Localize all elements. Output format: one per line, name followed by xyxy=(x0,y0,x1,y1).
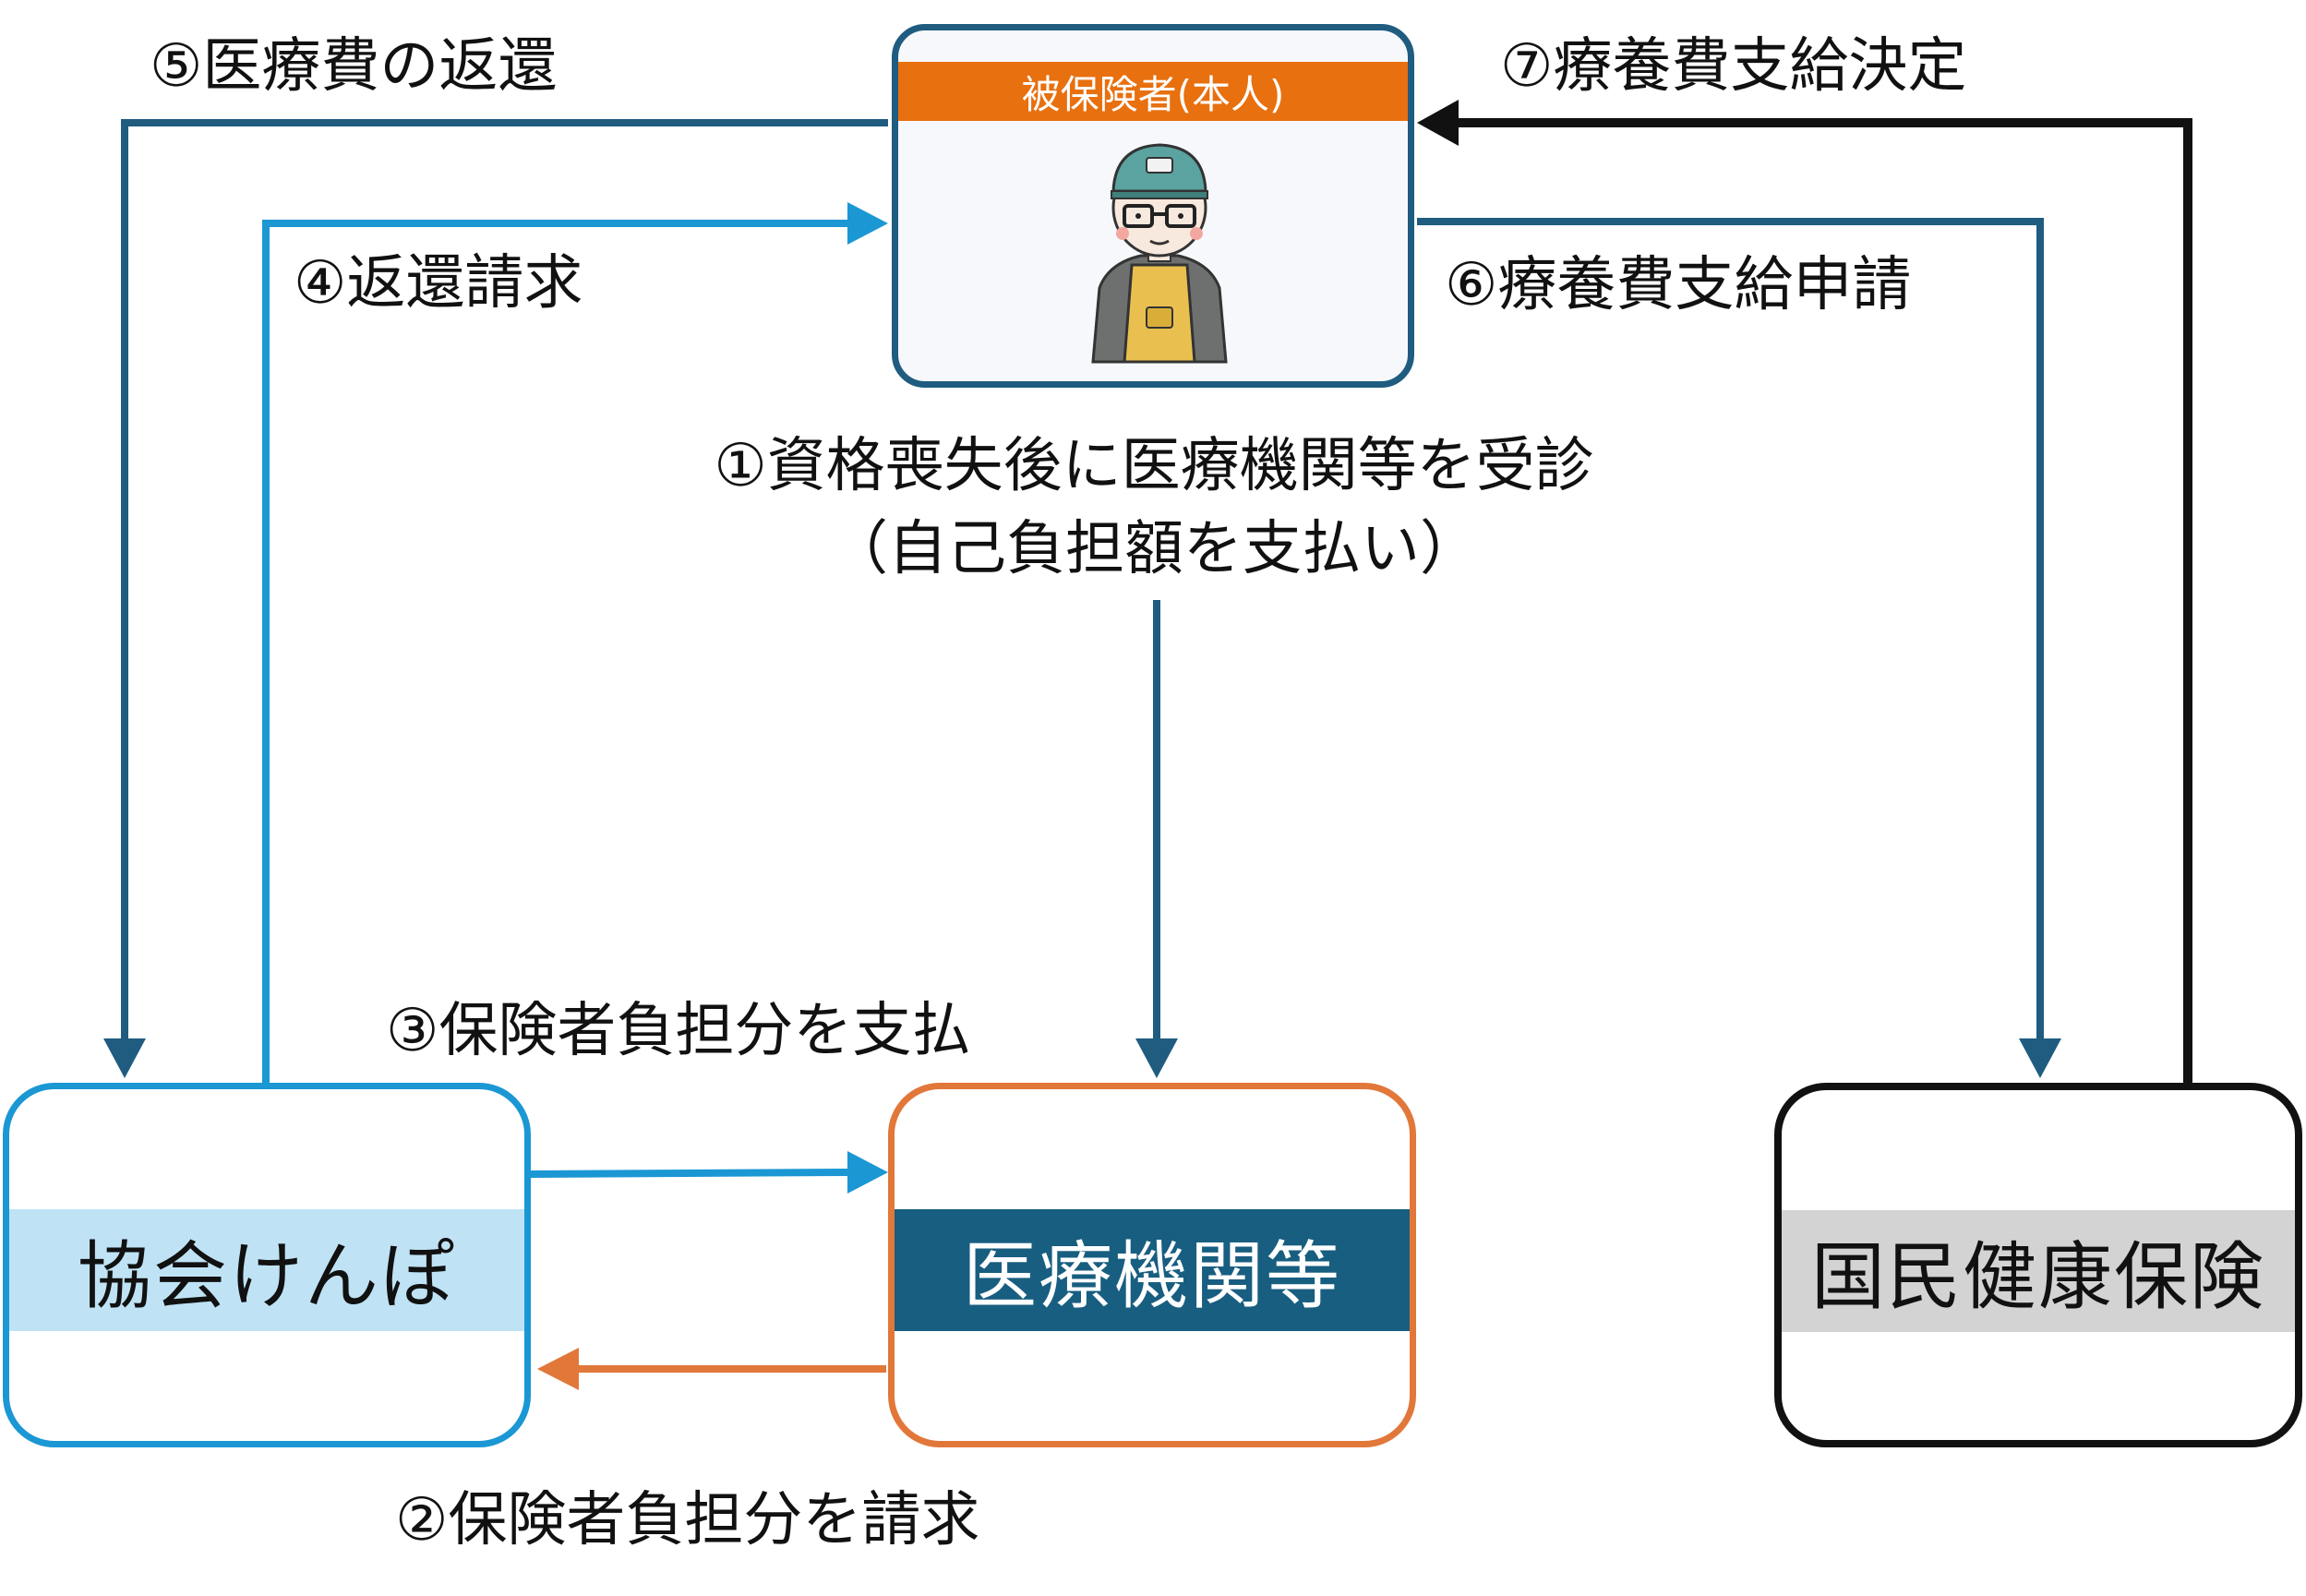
insured-person-label: 被保険者(本人) xyxy=(898,62,1408,121)
arrow-6-application xyxy=(1417,218,2061,1078)
step-2-label: ②保険者負担分を請求 xyxy=(395,1486,980,1554)
step-3-label: ③保険者負担分を支払 xyxy=(386,997,971,1065)
medical-institution-label: 医療機関等 xyxy=(895,1209,1410,1331)
arrow-7-decision xyxy=(1417,100,2192,1083)
arrow-3-payment xyxy=(530,1151,888,1194)
insured-person-node: 被保険者(本人) xyxy=(892,24,1414,388)
step-4-label: ④返還請求 xyxy=(294,249,583,318)
step-5-label: ⑤医療費の返還 xyxy=(150,32,558,101)
arrow-5-refund xyxy=(103,119,888,1078)
medical-institution-node: 医療機関等 xyxy=(888,1083,1416,1447)
arrow-4-refund-request xyxy=(262,202,888,1083)
step-1-label-line2: （自己負担額を支払い） xyxy=(829,515,1479,583)
kyokai-kenpo-node: 協会けんぽ xyxy=(3,1083,531,1447)
arrow-2-claim xyxy=(537,1348,886,1390)
step-1-label-line1: ①資格喪失後に医療機関等を受診 xyxy=(714,432,1594,500)
person-with-cap-and-apron-icon xyxy=(1091,143,1228,364)
step-6-label: ⑥療養費支給申請 xyxy=(1445,251,1912,319)
national-health-insurance-label: 国民健康保険 xyxy=(1782,1210,2295,1332)
arrow-1-visit xyxy=(1135,600,1178,1078)
step-7-label: ⑦療養費支給決定 xyxy=(1500,32,1967,101)
national-health-insurance-node: 国民健康保険 xyxy=(1774,1083,2302,1447)
kyokai-kenpo-label: 協会けんぽ xyxy=(9,1209,524,1331)
